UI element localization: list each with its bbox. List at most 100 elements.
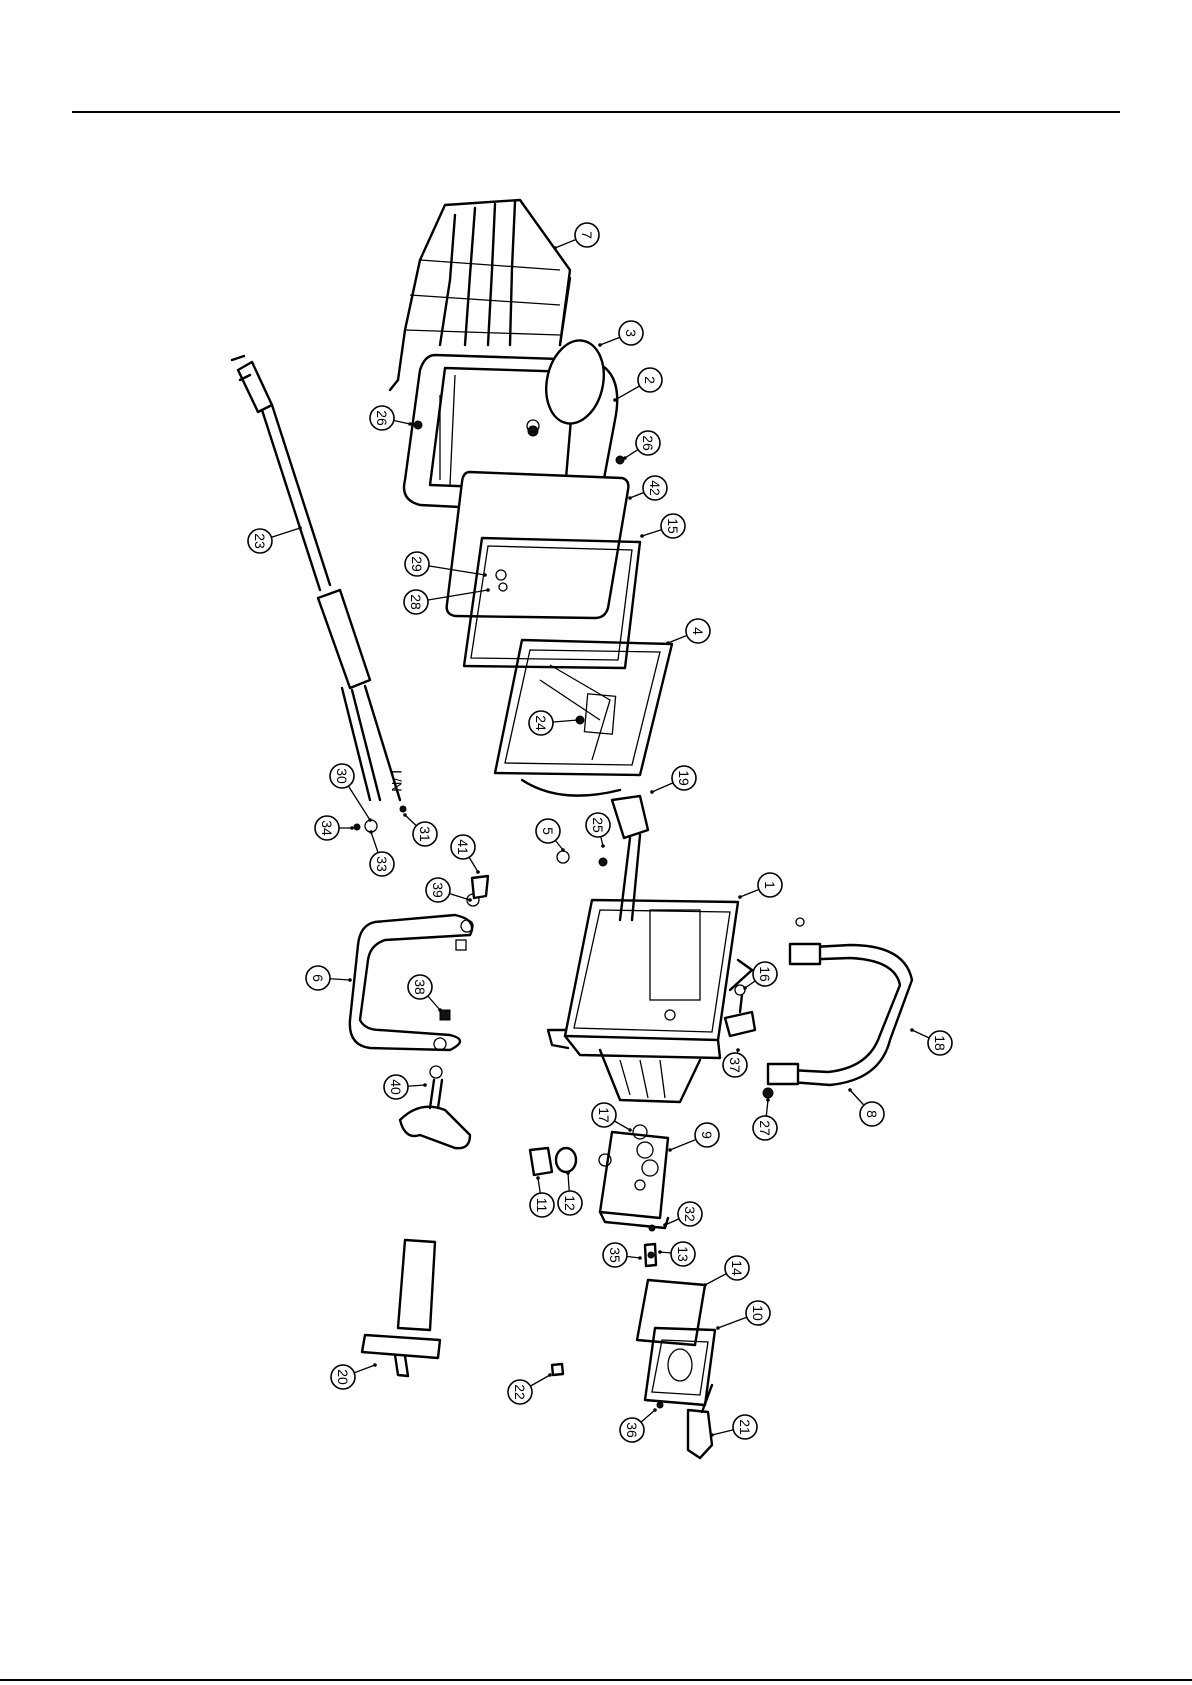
callout-arrow-tip [716,1326,720,1330]
callout-arrow-tip [658,1250,662,1254]
callout-7: 7 [553,223,599,250]
callout-label: 38 [412,979,428,995]
terminal-31 [400,806,406,812]
switch-box [599,1132,668,1228]
callout-12: 12 [558,1171,582,1215]
mounting-post [362,1240,440,1376]
callout-label: 12 [562,1195,578,1211]
callout-22: 22 [508,1373,552,1404]
cover-gasket [637,1280,705,1345]
callout-arrow-tip [623,456,627,460]
callout-26: 26 [623,431,660,460]
grommet [556,1148,576,1172]
callout-arrow-tip [369,830,373,834]
callout-41: 41 [451,835,480,874]
callout-31: 31 [403,813,437,846]
cord-marking: L/N [389,770,405,792]
callout-label: 40 [388,1079,404,1095]
callout-arrow-tip [553,246,557,250]
callout-arrow-tip [408,422,412,426]
callout-40: 40 [384,1075,427,1099]
callout-label: 35 [607,1247,623,1263]
callout-9: 9 [668,1123,719,1152]
callout-label: 17 [596,1107,612,1123]
callout-arrow-tip [703,1283,707,1287]
bracket-knob [725,995,755,1036]
callout-arrow-tip [348,978,352,982]
screw-26b [616,456,624,464]
callout-label: 23 [252,533,268,549]
callout-label: 7 [579,231,595,239]
callout-label: 25 [590,817,606,833]
callout-arrow-tip [486,588,490,592]
screw-25 [599,858,607,866]
callout-label: 22 [512,1384,528,1400]
callout-14: 14 [703,1256,749,1287]
callout-arrow-tip [576,718,580,722]
callout-21: 21 [710,1415,757,1439]
callout-arrow-tip [548,1373,552,1377]
screw-27 [763,1088,773,1098]
callout-arrow-tip [298,526,302,530]
callout-34: 34 [315,816,354,840]
callout-arrow-tip [848,1088,852,1092]
callout-arrow-tip [536,1176,540,1180]
callout-label: 32 [682,1206,698,1222]
callout-arrow-tip [476,870,480,874]
callout-11: 11 [530,1176,554,1217]
callout-label: 28 [408,594,424,610]
callout-arrow-tip [438,1008,442,1012]
callout-1: 1 [738,873,782,899]
callout-arrow-tip [483,573,487,577]
callout-arrow-tip [766,1098,770,1102]
callout-label: 37 [727,1057,743,1073]
callout-arrow-tip [613,398,617,402]
callout-6: 6 [306,966,352,990]
handle [768,944,912,1085]
callout-arrow-tip [710,1433,714,1437]
callout-label: 13 [675,1246,691,1262]
screw [552,1364,563,1375]
callout-label: 42 [647,480,663,496]
callout-arrow-tip [598,343,602,347]
main-housing [548,900,752,1102]
washer-16 [735,985,745,995]
screw-32 [649,1225,655,1231]
nut-18 [796,918,804,926]
callout-arrow-tip [736,1048,740,1052]
washer-5 [557,851,569,863]
callout-arrow-tip [738,895,742,899]
reflector-housing [495,640,672,796]
callout-label: 20 [335,1369,351,1385]
switch-boot [688,1410,712,1458]
callout-arrow-tip [468,898,472,902]
callout-group: 7322626421529282342419303431335254139163… [248,223,952,1442]
callout-27: 27 [753,1098,777,1140]
callout-arrow-tip [628,1128,632,1132]
callout-15: 15 [640,514,685,538]
callout-label: 3 [623,329,639,337]
screw-35 [648,1252,654,1258]
callout-25: 25 [586,813,610,848]
callout-arrow-tip [350,826,354,830]
callout-label: 9 [699,1131,715,1139]
callout-label: 4 [690,627,706,635]
callout-arrow-tip [628,496,632,500]
callout-arrow-tip [423,1083,427,1087]
callout-20: 20 [331,1363,377,1389]
callout-arrow-tip [910,1028,914,1032]
callout-8: 8 [848,1088,884,1126]
callout-label: 10 [750,1305,766,1321]
callout-label: 6 [310,974,326,982]
callout-label: 5 [540,827,556,835]
callout-30: 30 [330,764,372,822]
callout-arrow-tip [666,641,670,645]
callout-arrow-tip [653,1408,657,1412]
screw-36 [657,1402,663,1408]
callout-35: 35 [603,1243,642,1267]
callout-label: 2 [642,376,658,384]
callout-label: 19 [676,770,692,786]
callout-38: 38 [408,975,442,1012]
